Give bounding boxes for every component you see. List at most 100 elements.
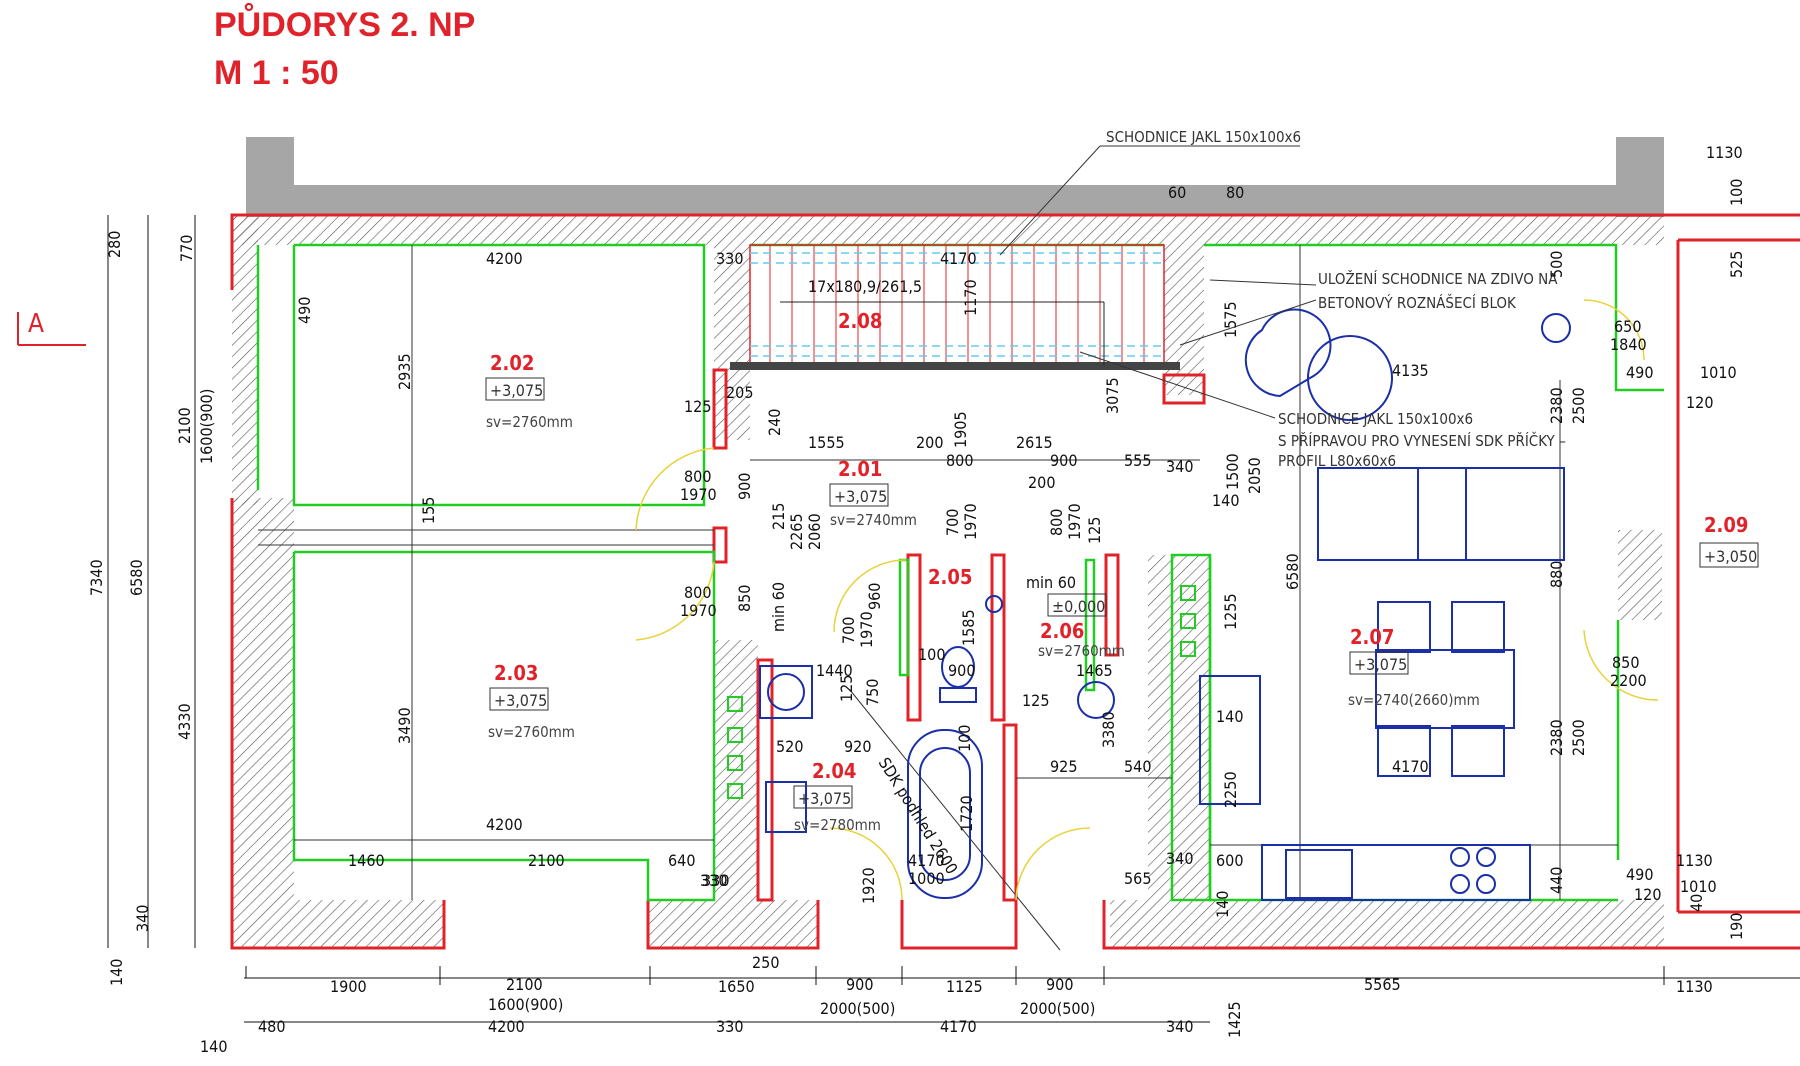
dim-corr-340: 340 (1166, 457, 1193, 476)
dim-206-540: 540 (1124, 757, 1151, 776)
dim-corr-900: 900 (1050, 451, 1077, 470)
dim-door-850: 850 (735, 585, 754, 612)
dim-207-2500a: 2500 (1569, 387, 1588, 424)
dim-209-1010a: 1010 (1700, 363, 1737, 382)
svg-text:+3,075: +3,075 (834, 487, 887, 506)
dim-top-80: 80 (1226, 183, 1244, 202)
plan-title: PŮDORYS 2. NP (214, 6, 476, 44)
dim-207-2380a: 2380 (1547, 387, 1566, 424)
dim-207-1255: 1255 (1221, 593, 1240, 630)
dim-207-500: 500 (1547, 251, 1566, 278)
dim-203-4200: 4200 (486, 815, 523, 834)
dim-door-800b: 800 (684, 583, 711, 602)
dim-wc-700a: 700 (943, 509, 962, 536)
dimension-lines (107, 215, 1800, 1023)
section-marker-a: A (17, 309, 86, 346)
dim-wc-min60: min 60 (1026, 573, 1076, 592)
svg-text:+3,050: +3,050 (1704, 547, 1757, 566)
dim-left-2100: 2100 (175, 407, 194, 444)
dim-bottom-1650: 1650 (718, 977, 755, 996)
dim-209-1010b: 1010 (1680, 877, 1717, 896)
dim-left-340: 340 (133, 905, 152, 932)
dim-row2-1425: 1425 (1225, 1001, 1244, 1038)
dim-bottom-2000-500b: 2000(500) (1020, 999, 1095, 1018)
room-2-02-label: 2.02 +3,075 sv=2760mm (485, 351, 573, 431)
dim-bath-1000: 1000 (908, 869, 945, 888)
dim-row2-480: 480 (258, 1017, 285, 1036)
svg-text:2.01: 2.01 (838, 457, 882, 481)
dim-203-640: 640 (668, 851, 695, 870)
annotation-leaders (999, 145, 1317, 419)
shaft-openings (727, 585, 1196, 799)
dim-door-min60: min 60 (769, 582, 788, 632)
dim-bottom-900b: 900 (1046, 975, 1073, 994)
svg-text:+3,075: +3,075 (798, 789, 851, 808)
dim-door-800a: 800 (684, 467, 711, 486)
svg-text:sv=2760mm: sv=2760mm (1038, 642, 1125, 660)
svg-text:2.05: 2.05 (928, 565, 972, 589)
dim-207-140b: 140 (1213, 891, 1232, 918)
dim-209-2200: 2200 (1610, 671, 1647, 690)
room-2-05-label: 2.05 (928, 565, 972, 589)
dim-206-565: 565 (1124, 869, 1151, 888)
dim-wc-125b: 125 (1022, 691, 1049, 710)
dim-bath-1920: 1920 (859, 867, 878, 904)
note-support-2: BETONOVÝ ROZNÁŠECÍ BLOK (1318, 293, 1517, 312)
dim-203-330: 330 (700, 871, 727, 890)
dim-stair-240: 240 (765, 409, 784, 436)
dim-wc-125a: 125 (1085, 517, 1104, 544)
dim-stair-1170: 1170 (961, 279, 980, 316)
svg-text:sv=2780mm: sv=2780mm (794, 816, 881, 834)
dim-wc-100: 100 (918, 645, 945, 664)
dim-door-1970a: 1970 (680, 485, 717, 504)
dim-row2-330: 330 (716, 1017, 743, 1036)
dim-corr-140: 140 (1212, 491, 1239, 510)
svg-text:+3,075: +3,075 (494, 691, 547, 710)
note-support-1: ULOŽENÍ SCHODNICE NA ZDIVO NA (1318, 269, 1558, 288)
note-stair-beam-2: SCHODNICE JAKL 150x100x6 (1278, 410, 1473, 428)
door-swings (635, 299, 1659, 901)
dim-209-490b: 490 (1626, 865, 1653, 884)
dim-stair-3075: 3075 (1103, 377, 1122, 414)
dim-door-215: 215 (769, 503, 788, 530)
dim-top-100: 100 (1727, 179, 1746, 206)
dim-203-1460: 1460 (348, 851, 385, 870)
dim-corr-1500: 1500 (1223, 453, 1242, 490)
dim-wc-800: 800 (1047, 509, 1066, 536)
svg-text:+3,075: +3,075 (490, 381, 543, 400)
dim-206-340: 340 (1166, 849, 1193, 868)
svg-text:sv=2740mm: sv=2740mm (830, 511, 917, 529)
note-stair-beam-2c: PROFIL L80x60x6 (1278, 452, 1396, 470)
room-2-03-label: 2.03 +3,075 sv=2760mm (488, 661, 575, 741)
dim-door-2265: 2265 (787, 513, 806, 550)
dim-209-1840: 1840 (1610, 335, 1647, 354)
staircase-2-08 (730, 244, 1180, 370)
dim-bottom-1900: 1900 (330, 977, 367, 996)
plan-scale: M 1 : 50 (214, 54, 339, 92)
dim-stair-330: 330 (716, 249, 743, 268)
dim-203-3490: 3490 (395, 707, 414, 744)
note-stair-beam-2b: S PŘÍPRAVOU PRO VYNESENÍ SDK PŘÍČKY – (1278, 431, 1566, 450)
dim-207-880: 880 (1547, 561, 1566, 588)
room-2-08-label: 2.08 (838, 309, 882, 333)
dim-bottom-1600-900: 1600(900) (488, 995, 563, 1014)
svg-text:sv=2740(2660)mm: sv=2740(2660)mm (1348, 691, 1480, 709)
dim-bath-920: 920 (844, 737, 871, 756)
dim-209-850: 850 (1612, 653, 1639, 672)
dim-209-490a: 490 (1626, 363, 1653, 382)
dim-207-2250: 2250 (1221, 771, 1240, 808)
dim-wc-750: 750 (863, 679, 882, 706)
svg-text:A: A (28, 309, 44, 339)
svg-text:sv=2760mm: sv=2760mm (488, 723, 575, 741)
svg-text:sv=2760mm: sv=2760mm (486, 413, 573, 431)
dim-top-1130: 1130 (1706, 143, 1743, 162)
dim-209-120b: 120 (1634, 885, 1661, 904)
room-2-06-label: 2.06 ±0,000 sv=2760mm (1038, 593, 1125, 660)
dim-202-490: 490 (295, 297, 314, 324)
dim-bath-520: 520 (776, 737, 803, 756)
dim-corr-2050: 2050 (1245, 457, 1264, 494)
dim-wc-700b: 700 (839, 617, 858, 644)
dim-corr-2615: 2615 (1016, 433, 1053, 452)
svg-text:2.07: 2.07 (1350, 625, 1394, 649)
